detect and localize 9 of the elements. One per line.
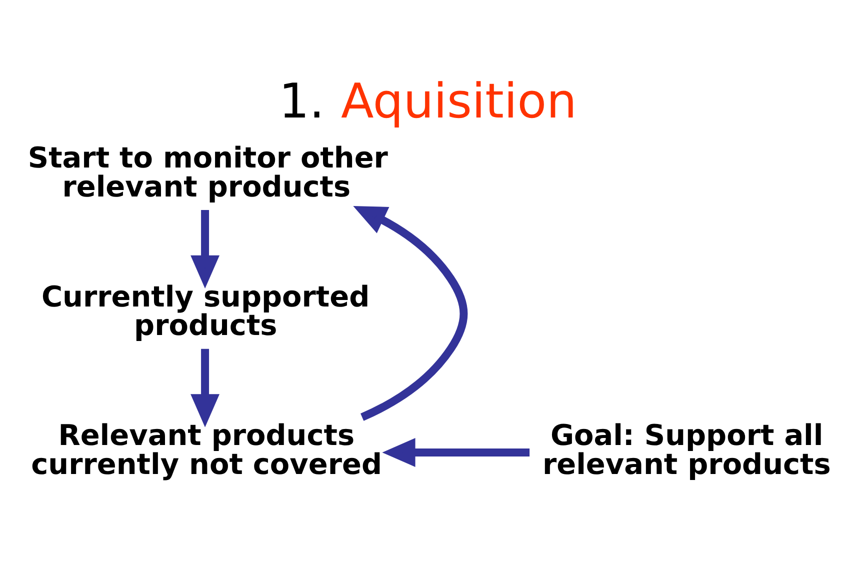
arrow — [190, 210, 220, 288]
arrow — [190, 348, 220, 428]
node-text: Relevant products currently not covered — [31, 418, 382, 481]
diagram-title: 1. Aquisition — [278, 74, 577, 130]
arrow — [382, 438, 530, 467]
node-text: Currently supported products — [41, 279, 370, 342]
arrow — [353, 206, 468, 421]
node-text: Goal: Support all relevant products — [542, 418, 831, 481]
node-text: Start to monitor other relevant products — [28, 140, 388, 204]
